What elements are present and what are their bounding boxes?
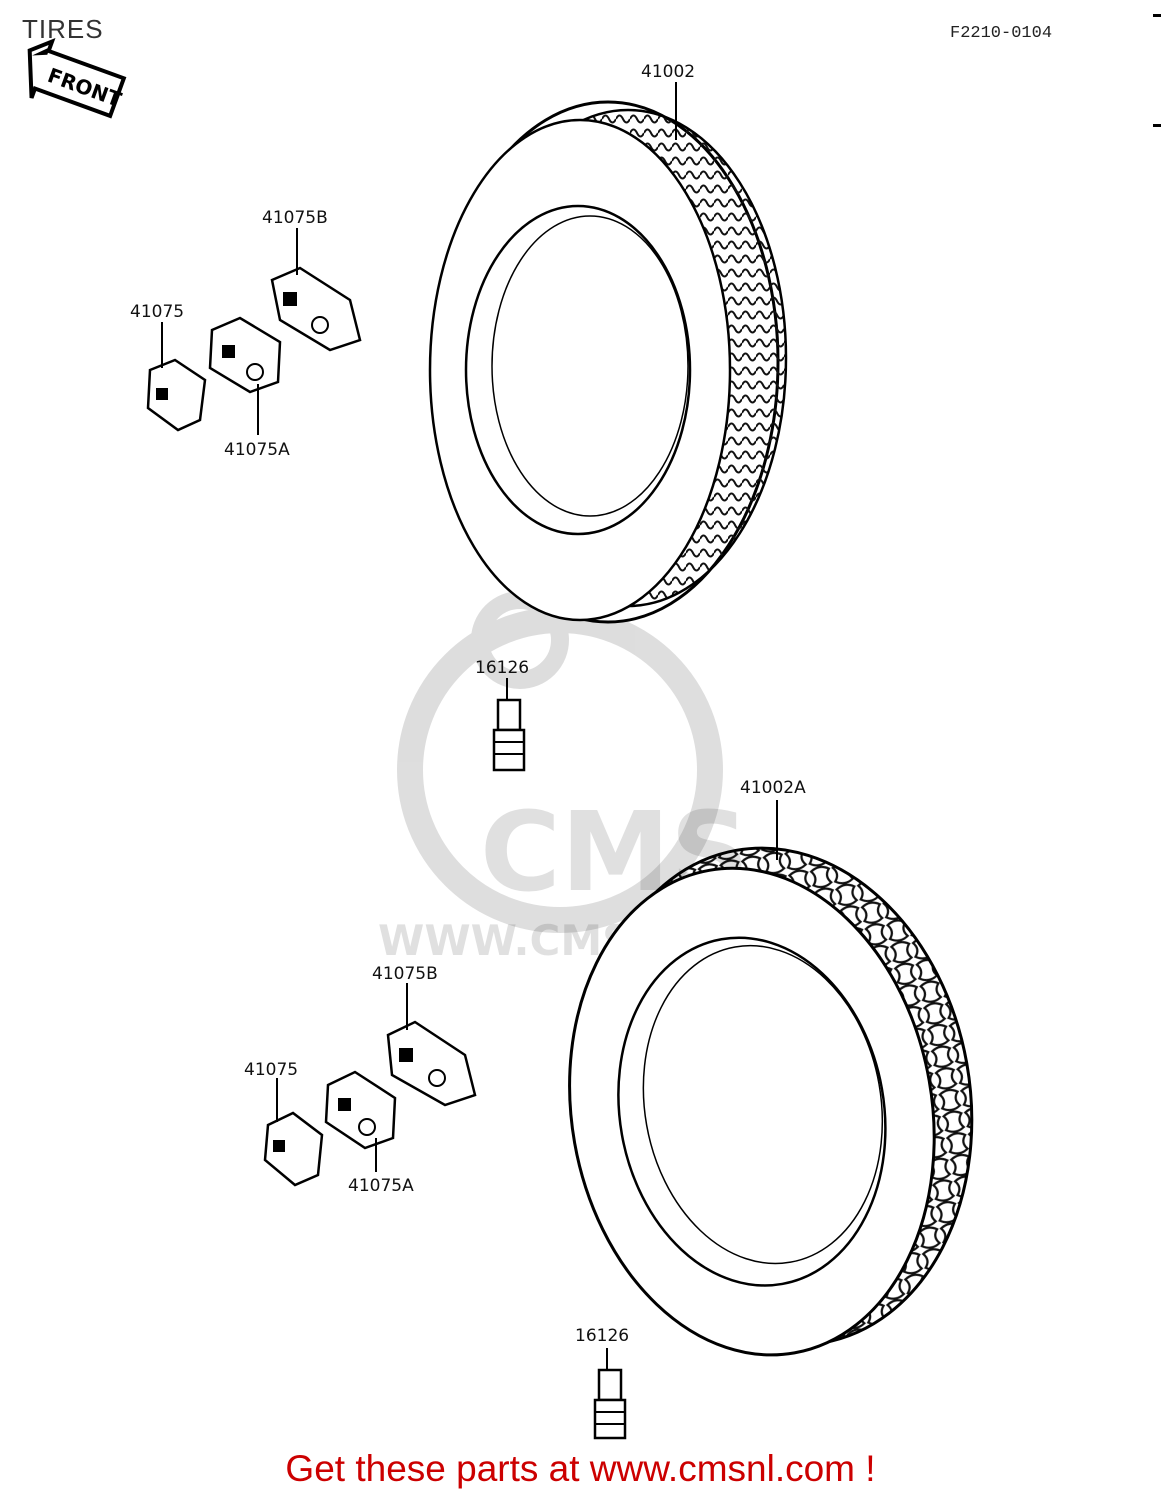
page-title: TIRES [22,14,104,44]
footer-link[interactable]: Get these parts at www.cmsnl.com ! [285,1448,876,1489]
balance-weight-b-upper-illustration [270,266,362,352]
callout-weight-lower: 41075 [244,1060,299,1080]
front-arrow-icon: FRONT [27,38,127,119]
callout-weight-a-upper: 41075A [224,440,290,460]
callout-weight-b-lower: 41075B [372,964,438,984]
tire-front-illustration [428,100,788,624]
callout-tire-rear: 41002A [740,778,806,798]
balance-weight-a-upper-illustration [208,316,282,394]
edge-mark [1153,124,1161,127]
callout-weight-a-lower: 41075A [348,1176,414,1196]
balance-weight-upper-illustration [146,358,207,432]
callout-weight-upper: 41075 [130,302,185,322]
valve-lower-illustration [593,1368,627,1440]
figure-code: F2210-0104 [950,24,1053,43]
balance-weight-lower-illustration [263,1111,324,1187]
edge-mark [1153,14,1161,17]
tire-rear-illustration [568,846,974,1357]
balance-weight-a-lower-illustration [324,1070,397,1150]
callout-valve-upper: 16126 [475,658,530,678]
balance-weight-b-lower-illustration [386,1020,477,1107]
callout-valve-lower: 16126 [575,1326,630,1346]
callout-weight-b-upper: 41075B [262,208,328,228]
callout-tire-front: 41002 [641,62,696,82]
valve-upper-illustration [492,698,526,772]
